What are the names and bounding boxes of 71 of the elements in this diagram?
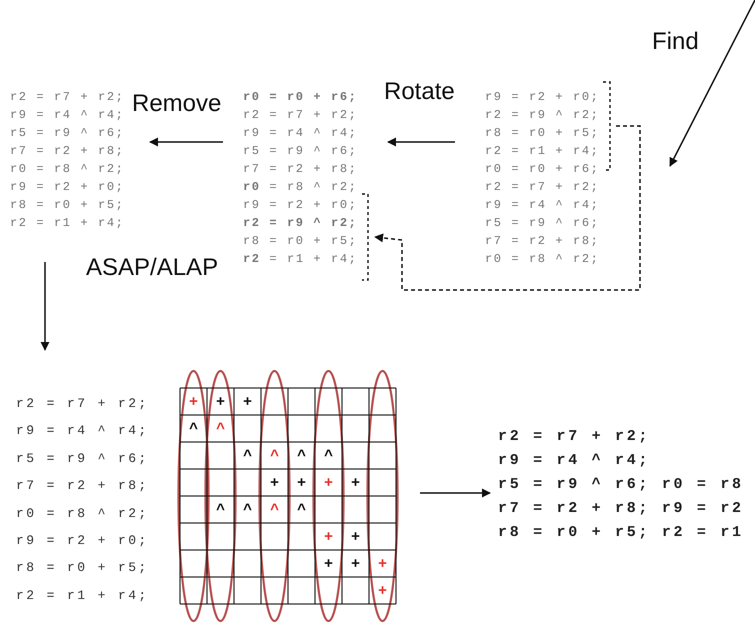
operator-symbol: + bbox=[296, 474, 307, 490]
operator-symbol: + bbox=[350, 556, 361, 572]
code-line: r9 = r2 + r0; bbox=[243, 197, 358, 214]
code-line: r7 = r2 + r8; bbox=[16, 477, 150, 496]
operator-symbol: ^ bbox=[242, 502, 253, 518]
code-line: r5 = r9 ^ r6; bbox=[243, 143, 358, 160]
arrow bbox=[149, 138, 223, 146]
code-line: r8 = r0 + r5; bbox=[10, 197, 126, 214]
code-line: r5 = r9 ^ r6; bbox=[16, 450, 150, 468]
arrow bbox=[420, 488, 491, 498]
code-line: r8 = r0 + r5; bbox=[243, 233, 358, 250]
operator-symbol: ^ bbox=[215, 420, 226, 436]
code-line: r8 = r0 + r5; bbox=[485, 125, 600, 142]
arrow bbox=[669, 0, 755, 167]
code-line: r2 = r7 + r2; bbox=[485, 179, 600, 196]
code-line: r2 = r7 + r2; bbox=[16, 395, 150, 413]
code-line: r9 = r4 ^ r4; bbox=[10, 107, 126, 124]
code-line: r9 = r4 ^ r4; bbox=[485, 197, 600, 214]
code-line: r0 = r0 + r6; bbox=[485, 161, 600, 178]
schedule-grid bbox=[180, 388, 396, 604]
code-line: r2 = r7 + r2; bbox=[498, 427, 652, 447]
operator-symbol: ^ bbox=[188, 420, 199, 436]
operator-symbol: ^ bbox=[242, 448, 253, 464]
dashed-arrow bbox=[374, 125, 641, 291]
code-line: r7 = r2 + r8; r9 = r2 bbox=[498, 499, 745, 519]
operator-symbol: + bbox=[323, 556, 334, 572]
operator-symbol: + bbox=[323, 528, 334, 544]
code-line: r2 = r1 + r4; bbox=[485, 143, 600, 160]
operator-symbol: ^ bbox=[296, 502, 307, 518]
operator-symbol: + bbox=[350, 474, 361, 490]
operator-symbol: + bbox=[350, 528, 361, 544]
code-line: r0 = r8 ^ r2; bbox=[485, 251, 600, 268]
code-line: r7 = r2 + r8; bbox=[10, 143, 126, 160]
code-line: r5 = r9 ^ r6; r0 = r8 bbox=[498, 475, 745, 495]
operator-symbol: ^ bbox=[323, 448, 334, 464]
operator-symbol: + bbox=[188, 394, 199, 410]
operator-symbol: + bbox=[377, 582, 388, 598]
operator-symbol: ^ bbox=[269, 448, 280, 464]
operator-symbol: + bbox=[269, 474, 280, 490]
operator-symbol: ^ bbox=[296, 448, 307, 464]
code-line: r2 = r9 ^ r2; bbox=[485, 107, 600, 124]
operator-symbol: ^ bbox=[215, 502, 226, 518]
operator-symbol: + bbox=[242, 394, 253, 410]
code-line: r2 = r1 + r4; bbox=[10, 215, 126, 232]
code-line: r0 = r8 ^ r2; bbox=[16, 504, 150, 523]
code-line: r9 = r4 ^ r4; bbox=[16, 422, 150, 440]
code-line: r8 = r0 + r5; r2 = r1 bbox=[498, 523, 745, 543]
code-line: r9 = r2 + r0; bbox=[485, 89, 600, 106]
code-line: r5 = r9 ^ r6; bbox=[10, 125, 126, 142]
operator-symbol: + bbox=[323, 474, 334, 490]
code-line: r7 = r2 + r8; bbox=[243, 161, 358, 178]
code-line: r0 = r8 ^ r2; bbox=[10, 161, 126, 178]
code-line: r9 = r2 + r0; bbox=[16, 532, 150, 550]
code-line: r2 = r1 + r4; bbox=[243, 251, 358, 268]
code-line: r9 = r2 + r0; bbox=[10, 179, 126, 196]
code-line: r9 = r4 ^ r4; bbox=[498, 451, 652, 471]
code-line: r2 = r7 + r2; bbox=[10, 89, 126, 106]
code-line: r5 = r9 ^ r6; bbox=[485, 215, 600, 232]
code-line: r2 = r1 + r4; bbox=[16, 586, 150, 605]
code-line: r9 = r4 ^ r4; bbox=[243, 125, 358, 142]
code-line: r0 = r8 ^ r2; bbox=[243, 179, 358, 196]
arrow bbox=[40, 262, 50, 351]
operator-symbol: + bbox=[377, 556, 388, 572]
code-line: r8 = r0 + r5; bbox=[16, 559, 150, 578]
code-line: r2 = r9 ^ r2; bbox=[243, 215, 358, 232]
operator-symbol: + bbox=[215, 394, 226, 410]
operator-symbol: ^ bbox=[269, 502, 280, 518]
arrow bbox=[387, 138, 455, 146]
code-line: r7 = r2 + r8; bbox=[485, 233, 600, 250]
code-line: r2 = r7 + r2; bbox=[243, 107, 358, 124]
code-line: r0 = r0 + r6; bbox=[243, 89, 358, 106]
